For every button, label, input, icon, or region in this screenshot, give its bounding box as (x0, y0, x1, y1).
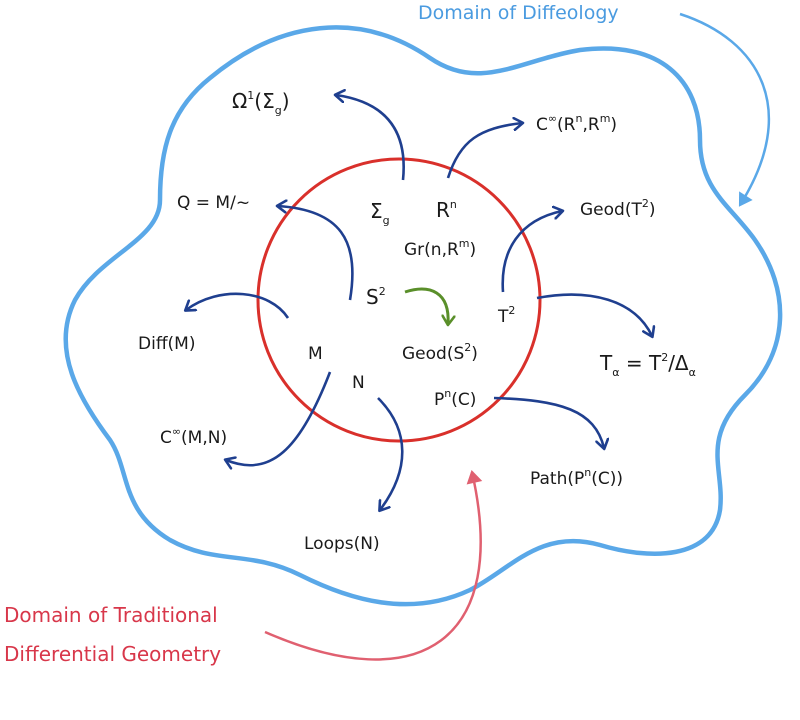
label-quotient: Q = M/~ (177, 193, 250, 213)
label-diff: Diff(M) (138, 334, 195, 354)
arrow-s2-to-geod (404, 287, 448, 324)
traditional-pointer-arrow (264, 470, 483, 661)
label-pn: Pn(C) (434, 387, 476, 410)
arrow-t2-to-geod (501, 211, 562, 293)
label-geod-t2: Geod(T2) (580, 197, 655, 220)
label-grassmannian: Gr(n,Rm) (404, 237, 476, 260)
traditional-domain-label-line2: Differential Geometry (4, 642, 221, 666)
traditional-domain-label-line1: Domain of Traditional (4, 603, 218, 627)
label-t-alpha: Tα = T2/Δα (599, 351, 696, 379)
label-sigma-g: Σg (370, 199, 390, 227)
label-rn: Rn (436, 198, 457, 222)
arrow-m-to-diff (186, 292, 290, 319)
arrow-sigma-to-omega (336, 95, 405, 181)
label-geod-s2: Geod(S2) (402, 341, 478, 364)
label-s2: S2 (366, 285, 386, 309)
diffeology-pointer-arrow (679, 12, 771, 207)
label-loops: Loops(N) (304, 534, 380, 554)
arrow-m-to-quotient (278, 206, 354, 301)
arrow-pn-to-path (493, 396, 604, 448)
label-omega: Ω1(Σg) (232, 89, 290, 117)
label-n: N (352, 373, 365, 393)
arrow-rn-to-cinf (446, 123, 522, 179)
diffeology-domain-label: Domain of Diffeology (418, 2, 619, 24)
arrow-n-to-loops (377, 397, 404, 510)
traditional-geometry-circle (256, 157, 542, 443)
label-cinf-rn-rm: C∞(Rn,Rm) (536, 112, 617, 135)
label-m: M (308, 344, 323, 364)
label-t2: T2 (497, 304, 515, 327)
arrow-t2-to-talpha (536, 293, 652, 336)
arrow-m-to-cinf-mn (226, 371, 332, 465)
label-path: Path(Pn(C)) (530, 466, 623, 489)
label-cinf-mn: C∞(M,N) (160, 425, 227, 448)
diffeology-boundary (63, 25, 783, 607)
